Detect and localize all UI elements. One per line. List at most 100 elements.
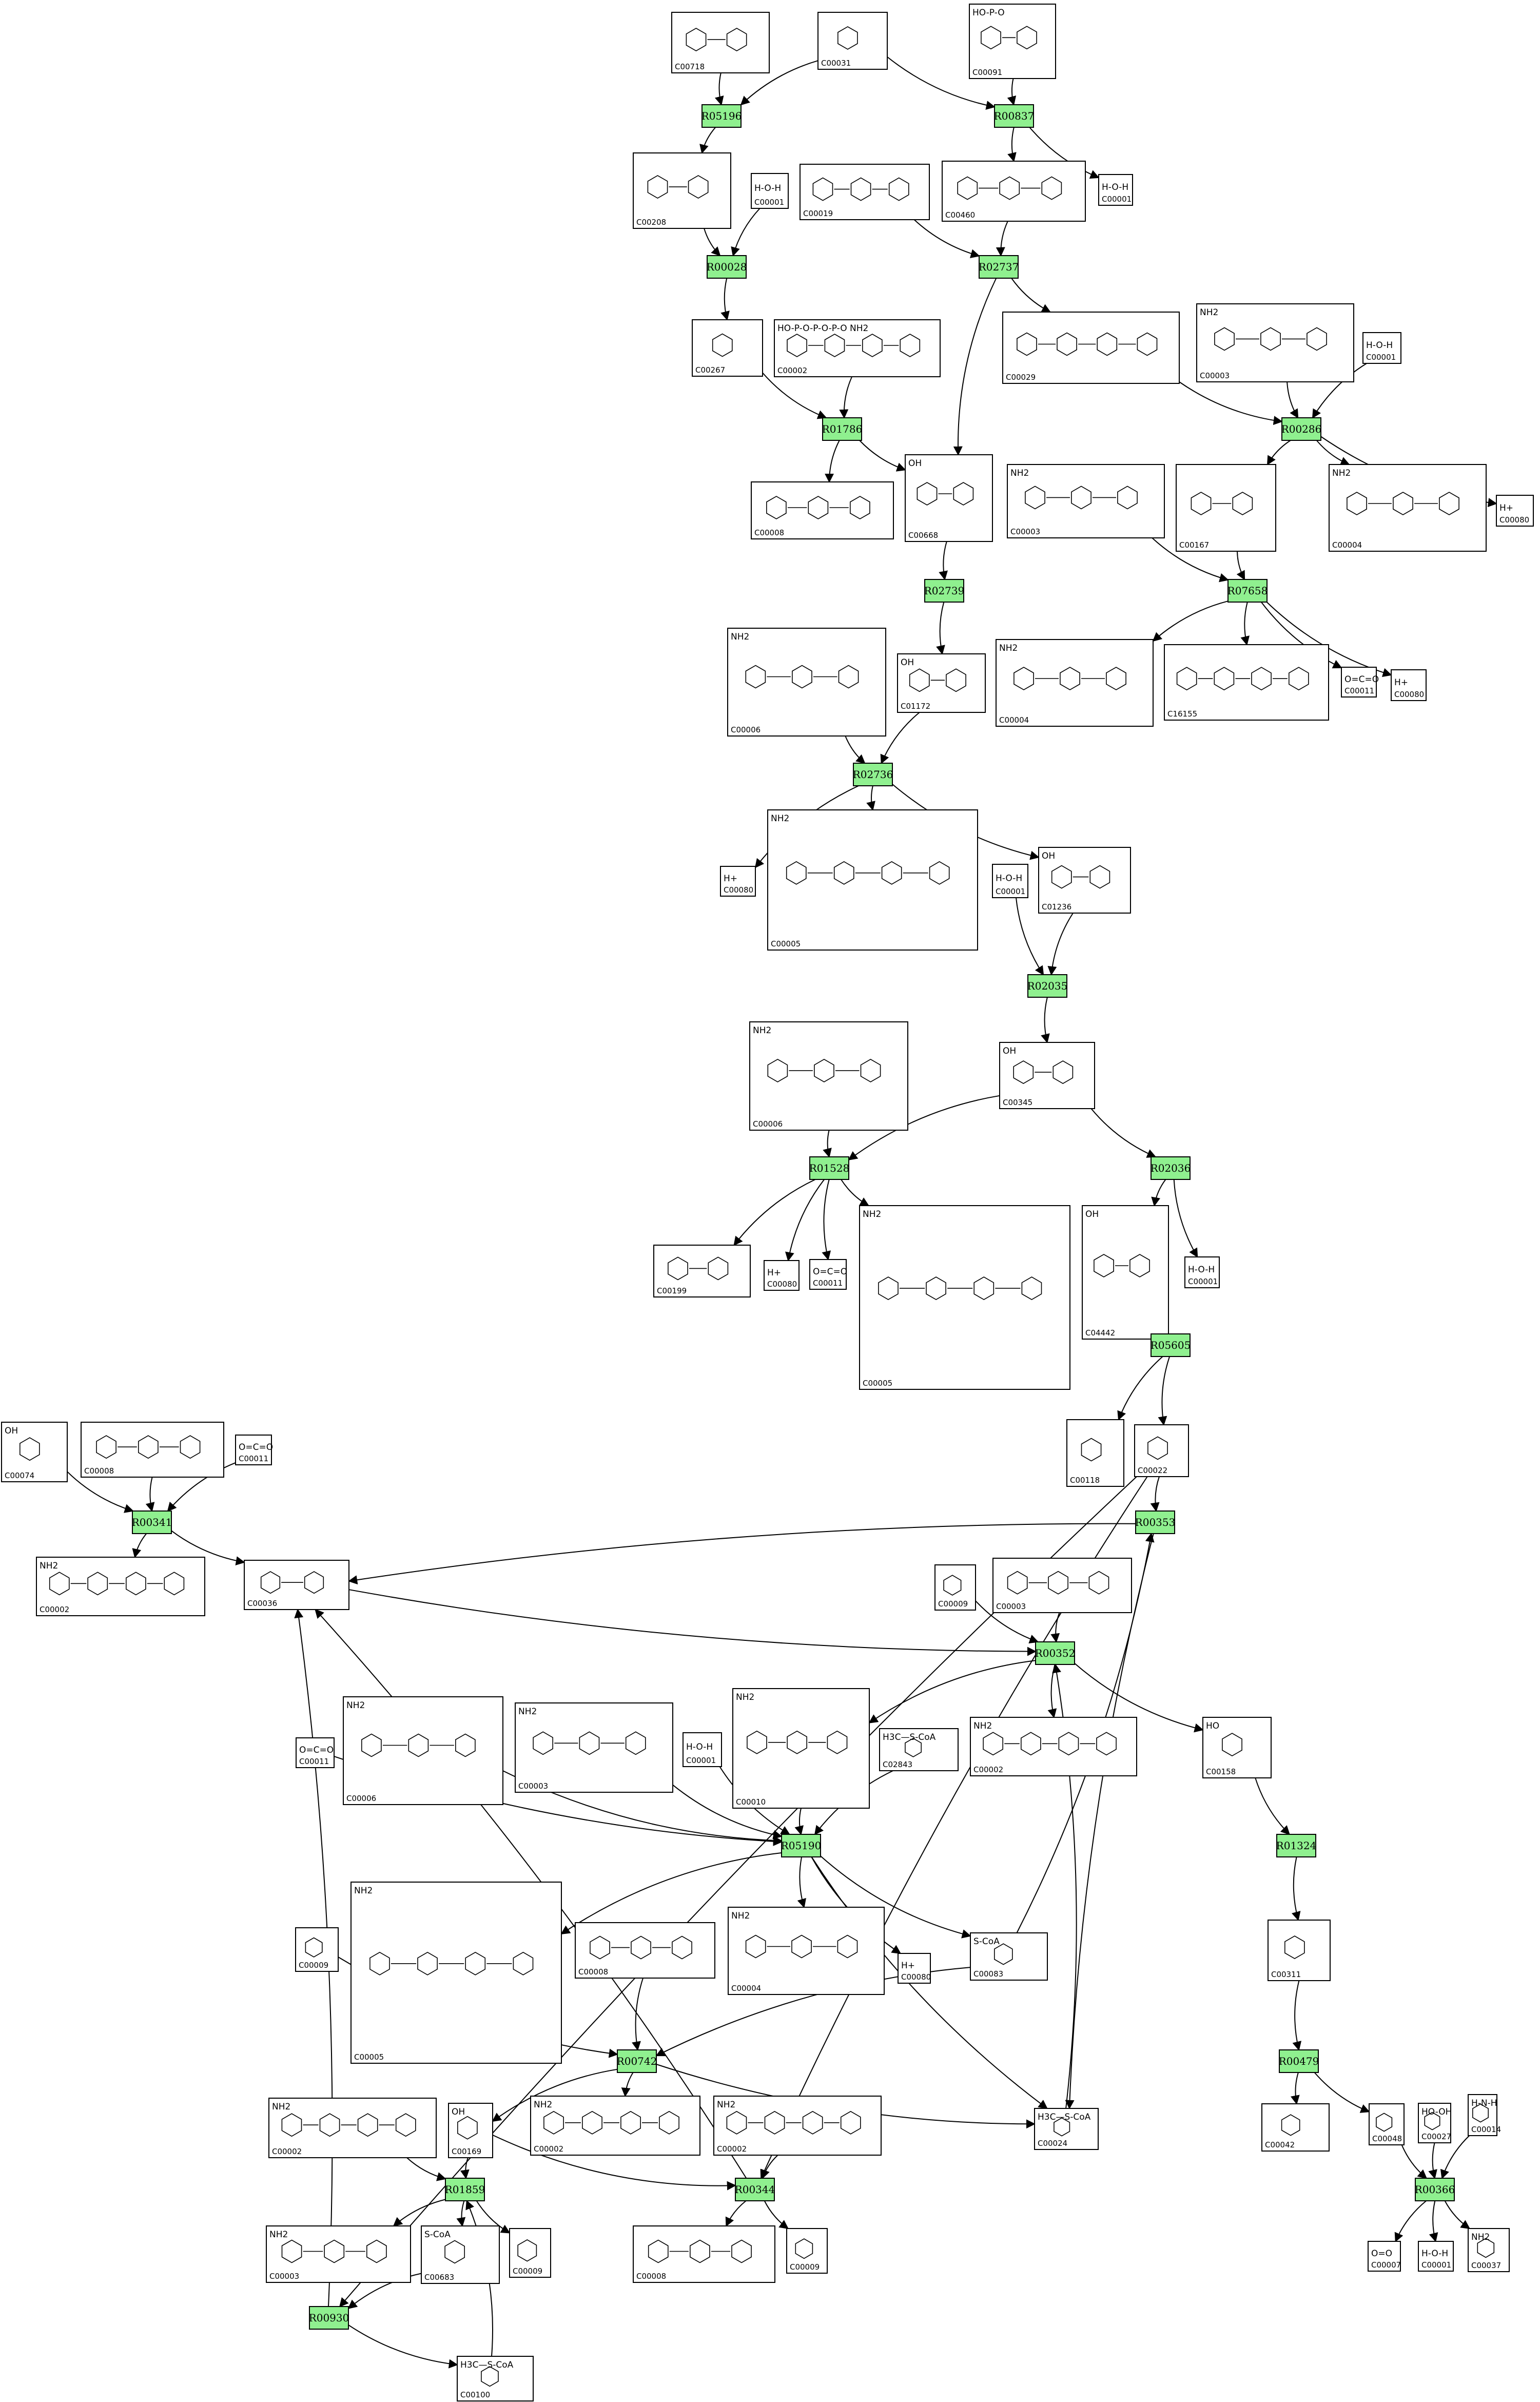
reaction-r00366[interactable]: R00366 xyxy=(1415,2178,1455,2201)
compound-c00080[interactable]: H+C00080 xyxy=(1391,669,1427,701)
compound-c00311[interactable]: C00311 xyxy=(1268,1920,1331,1981)
compound-c00029[interactable]: C00029 xyxy=(1002,312,1180,384)
compound-c00718[interactable]: C00718 xyxy=(671,12,770,73)
compound-c00019[interactable]: C00019 xyxy=(800,164,930,220)
compound-c00036[interactable]: C00036 xyxy=(244,1560,349,1610)
compound-c00208[interactable]: C00208 xyxy=(633,152,731,229)
reaction-r02035[interactable]: R02035 xyxy=(1027,974,1068,998)
reaction-r00479[interactable]: R00479 xyxy=(1279,2049,1319,2073)
compound-c00009[interactable]: C00009 xyxy=(786,2228,828,2274)
compound-c16155[interactable]: C16155 xyxy=(1164,644,1329,721)
compound-c00080[interactable]: H+C00080 xyxy=(720,866,756,897)
compound-c00080[interactable]: H+C00080 xyxy=(898,1953,931,1984)
compound-c00008[interactable]: C00008 xyxy=(751,481,894,539)
compound-c00003[interactable]: C00003 xyxy=(992,1558,1132,1613)
reaction-r05190[interactable]: R05190 xyxy=(781,1834,822,1857)
compound-c00008[interactable]: C00008 xyxy=(633,2225,775,2283)
reaction-r00344[interactable]: R00344 xyxy=(735,2178,775,2201)
compound-c00042[interactable]: C00042 xyxy=(1261,2103,1330,2152)
reaction-r00353[interactable]: R00353 xyxy=(1135,1510,1176,1534)
compound-c00460[interactable]: C00460 xyxy=(942,161,1086,222)
reaction-r00742[interactable]: R00742 xyxy=(617,2049,657,2073)
reaction-r00837[interactable]: R00837 xyxy=(994,104,1035,128)
reaction-r00028[interactable]: R00028 xyxy=(707,255,747,279)
compound-c00199[interactable]: C00199 xyxy=(653,1245,751,1297)
reaction-r00341[interactable]: R00341 xyxy=(132,1510,172,1534)
compound-c00009[interactable]: C00009 xyxy=(295,1927,339,1972)
compound-c00008[interactable]: C00008 xyxy=(575,1922,715,1979)
reaction-r05605[interactable]: R05605 xyxy=(1151,1333,1191,1357)
compound-c00118[interactable]: C00118 xyxy=(1066,1419,1124,1487)
reaction-r00286[interactable]: R00286 xyxy=(1281,417,1322,441)
reaction-r00352[interactable]: R00352 xyxy=(1035,1641,1076,1665)
reaction-r01528[interactable]: R01528 xyxy=(809,1156,850,1180)
reaction-r01859[interactable]: R01859 xyxy=(445,2178,485,2201)
reaction-r02736[interactable]: R02736 xyxy=(853,763,893,786)
reaction-r02739[interactable]: R02739 xyxy=(924,579,965,603)
compound-c00267[interactable]: C00267 xyxy=(692,319,763,377)
compound-c00008[interactable]: C00008 xyxy=(81,1422,224,1478)
reaction-r00930[interactable]: R00930 xyxy=(309,2306,349,2330)
reaction-r02036[interactable]: R02036 xyxy=(1151,1156,1191,1180)
reaction-r01786[interactable]: R01786 xyxy=(822,417,863,441)
compound-c00031[interactable]: C00031 xyxy=(817,12,888,70)
compound-c00167[interactable]: C00167 xyxy=(1176,464,1276,552)
compound-c00009[interactable]: C00009 xyxy=(934,1564,976,1611)
compound-c00022[interactable]: C00022 xyxy=(1134,1424,1189,1477)
reaction-r07658[interactable]: R07658 xyxy=(1227,579,1268,603)
reaction-r02737[interactable]: R02737 xyxy=(979,255,1019,279)
reaction-r01324[interactable]: R01324 xyxy=(1276,1834,1317,1857)
compound-c00080[interactable]: H+C00080 xyxy=(764,1260,800,1291)
compound-c00080[interactable]: H+C00080 xyxy=(1496,495,1534,527)
compound-c00048[interactable]: C00048 xyxy=(1369,2103,1405,2145)
reaction-r05196[interactable]: R05196 xyxy=(701,104,742,128)
